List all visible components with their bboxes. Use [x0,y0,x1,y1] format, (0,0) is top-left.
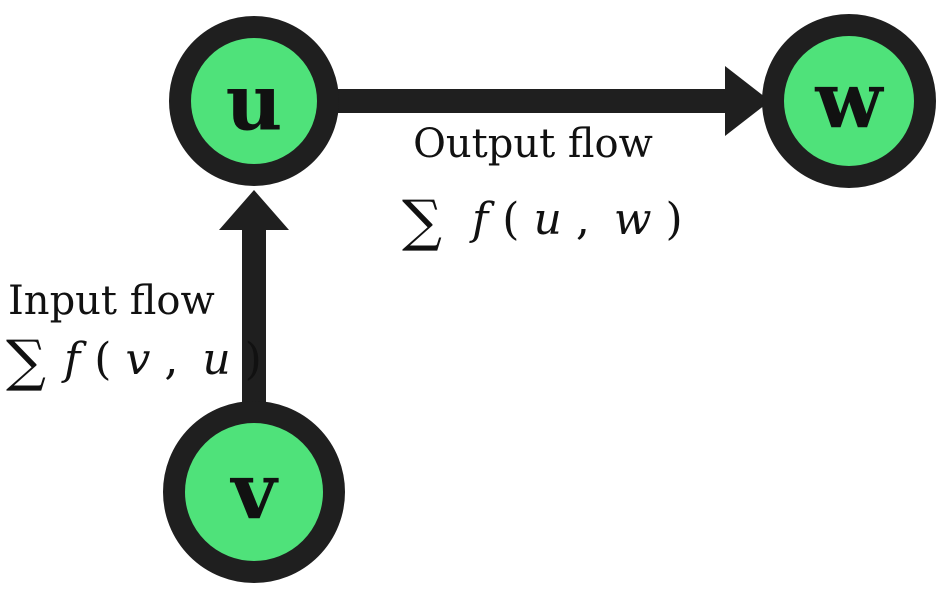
input-flow-label: Input flow [8,278,215,324]
output-arg1: u [533,194,561,245]
node-u-circle [169,16,339,186]
edge-u-to-w-arrowhead [725,66,770,136]
input-arg2: u [202,334,230,385]
input-formula-text: f ( v , u ) [61,334,262,385]
node-w: w [762,14,936,188]
output-arg2: w [614,194,652,245]
output-paren-close: ) [665,194,682,245]
input-paren-close: ) [245,334,262,385]
edge-u-to-w [320,66,770,136]
output-flow-formula: ∑ f ( u , w ) [402,189,683,254]
output-flow-label: Output flow [413,121,653,167]
edge-v-to-u [219,190,289,410]
output-comma: , [576,194,590,245]
node-u: u [169,16,339,186]
input-sum-symbol: ∑ [6,329,46,394]
node-v-circle [163,401,345,583]
node-w-circle [762,14,936,188]
edge-v-to-u-arrowhead [219,190,289,230]
output-formula-text: f ( u , w ) [469,194,683,245]
output-sum-symbol: ∑ [402,189,442,254]
input-flow-formula: ∑ f ( v , u ) [6,329,262,394]
input-comma: , [164,334,178,385]
output-paren-open: ( [502,194,519,245]
node-v: v [163,401,345,583]
input-arg1: v [125,334,150,385]
output-func: f [469,194,495,245]
input-func: f [61,334,87,385]
node-u-label: u [226,58,283,149]
node-w-label: w [814,56,884,147]
input-paren-open: ( [94,334,111,385]
node-v-label: v [229,447,279,538]
